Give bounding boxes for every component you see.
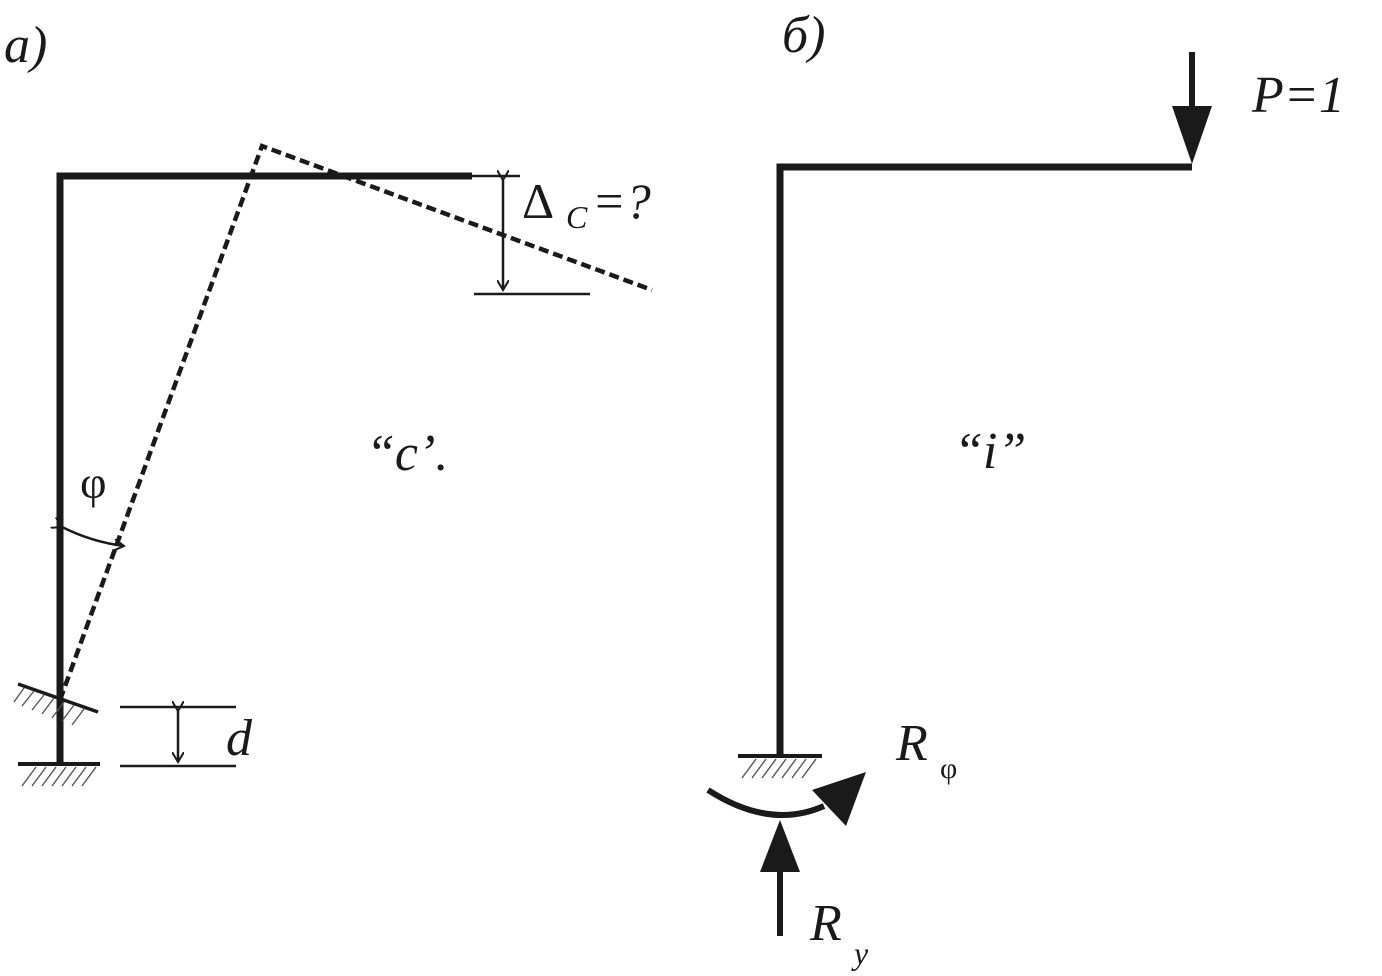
vertical-reaction-base: R [809,895,842,952]
state-i-label: “i” [954,423,1026,480]
fixed-support-displaced [13,682,99,726]
settlement-dimension [120,707,236,768]
state-c-label: “c’. [366,425,448,482]
displaced-frame [57,143,653,701]
rotation-angle-arc [62,527,124,546]
unit-load-label: P=1 [1251,67,1345,124]
moment-reaction-base: R [895,715,928,772]
fixed-support-b [738,754,822,779]
angle-label: φ [80,457,107,508]
deflection-symbol: Δ [522,173,554,229]
panel-a: a) [4,17,653,787]
vertical-reaction-arrow [760,820,800,936]
panel-b-label: б) [782,7,825,64]
panel-b: б) P=1 R φ [706,7,1345,971]
panel-a-label: a) [4,17,47,74]
unit-load-arrow [1172,52,1212,164]
moment-reaction-arrow [706,772,866,826]
original-frame [56,172,472,764]
deflection-subscript: C [566,199,588,235]
vertical-reaction-sub: y [851,935,869,971]
fixed-support-original [18,762,100,787]
deflection-dimension [472,176,590,296]
deflection-unknown: =? [592,173,651,229]
unit-state-frame [776,163,1192,756]
moment-reaction-sub: φ [940,752,957,785]
settlement-label: d [226,710,253,767]
